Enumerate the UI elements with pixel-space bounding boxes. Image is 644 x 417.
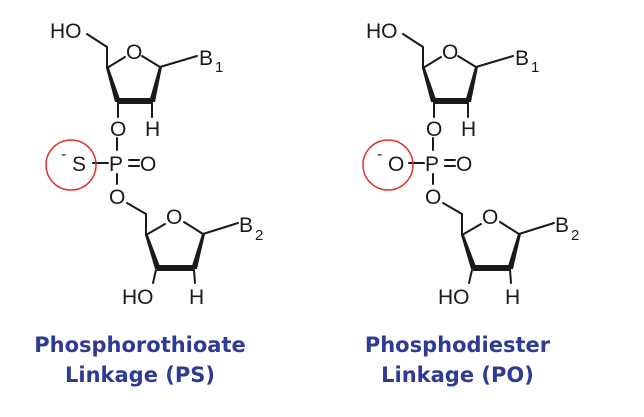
bond [106,56,126,69]
bond [499,221,520,235]
phosphodiester-caption: Phosphodiester Linkage (PO) [335,330,580,390]
bond [159,55,198,68]
phosphodiester-labels: HO O B 1 O H - O P O O O B 2 HO H [366,20,579,309]
atom-label: P [425,153,439,176]
atom-label: HO [438,286,470,309]
atom-label: H [461,118,476,141]
bond [183,221,204,235]
caption-line: Linkage (PO) [381,363,534,387]
atom-label: H [189,286,204,309]
atom-label: O [456,153,472,176]
subscript: 2 [571,227,579,244]
phosphorothioate-structure [45,33,239,284]
bond [145,223,166,236]
wedge-bond [106,68,121,102]
bond [422,56,442,69]
wedge-bond [191,234,205,269]
atom-label: B [199,47,213,70]
bond [461,223,482,236]
atom-label: O [442,41,458,64]
bond [518,222,555,235]
bond [193,269,196,284]
atom-label: B [555,214,569,237]
wedge-bond [145,235,161,269]
bond [126,202,147,215]
atom-label: O [110,118,126,141]
atom-label: O [482,206,498,229]
atom-label: H [505,286,520,309]
subscript: 2 [255,227,263,244]
atom-label: HO [122,286,154,309]
phosphorothioate-caption: Phosphorothioate Linkage (PS) [10,330,270,390]
bond [457,55,477,68]
caption-line: Phosphorothioate [34,333,246,357]
subscript: 1 [215,59,223,76]
atom-label: O [166,206,182,229]
charge-label: - [61,146,66,163]
bond [402,33,424,48]
wedge-bond [507,234,521,269]
atom-label: P [109,153,123,176]
bond [468,269,473,284]
caption-line: Phosphodiester [364,333,551,357]
atom-label: HO [50,20,82,43]
phosphodiester-structure [362,33,555,284]
bond [509,269,512,284]
bond [152,269,157,284]
atom-label: O [425,186,441,209]
wedge-bond [149,67,162,102]
atom-label: H [145,118,160,141]
atom-label: S [72,153,86,176]
wedge-bond [422,68,437,102]
caption-line: Linkage (PS) [65,363,215,387]
bond [141,55,161,68]
atom-label: HO [366,20,398,43]
bond [202,222,239,235]
atom-label: O [426,118,442,141]
highlight-circle [45,139,97,191]
bond [442,202,463,215]
atom-label: O [140,153,156,176]
subscript: 1 [531,59,539,76]
highlight-circle [362,139,414,191]
atom-label: B [239,214,253,237]
atom-label: O [109,186,125,209]
charge-label: - [377,146,382,163]
bond [86,33,108,48]
atom-label: B [515,47,529,70]
bond [475,55,514,68]
atom-label: O [126,41,142,64]
atom-label: O [388,153,404,176]
phosphorothioate-labels: HO O B 1 O H - S P O O O B 2 HO H [50,20,263,309]
wedge-bond [461,235,477,269]
wedge-bond [465,67,478,102]
